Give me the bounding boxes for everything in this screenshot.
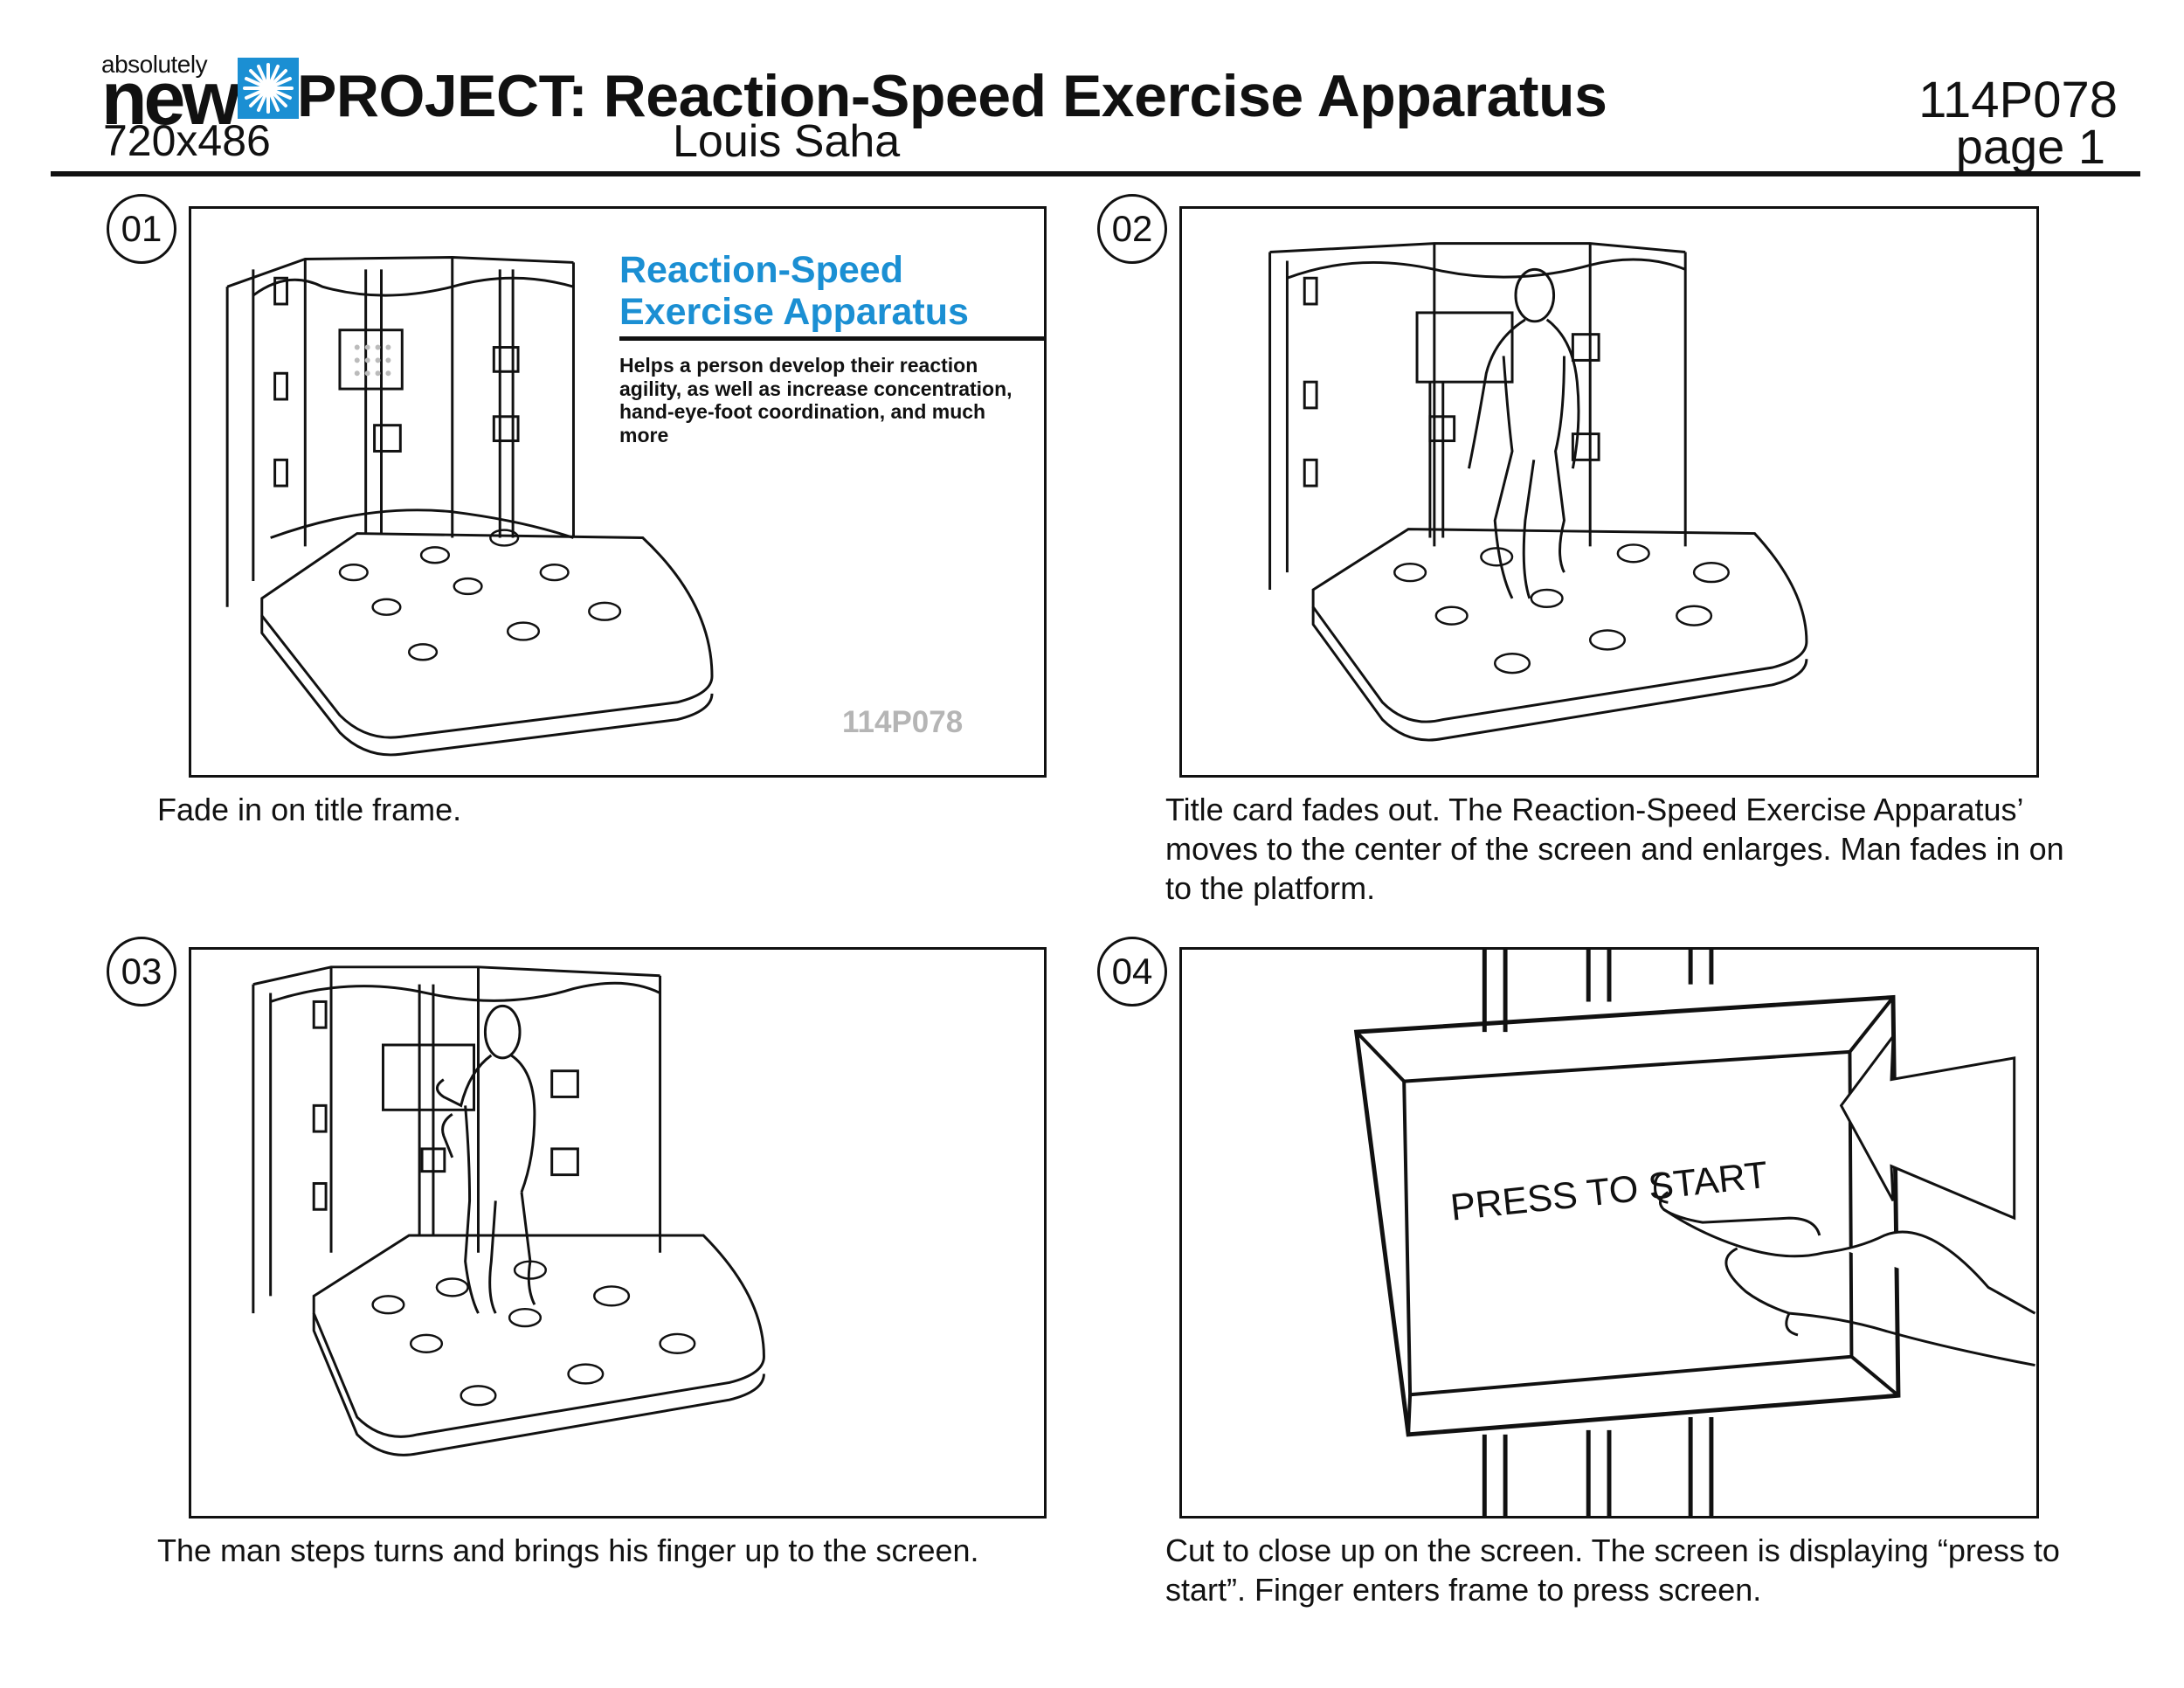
title-card-description: Helps a person develop their reaction ag…	[619, 354, 1013, 447]
panel-number-01: 01	[107, 194, 176, 264]
man-touching-screen-illustration	[252, 965, 765, 1456]
panel-04-frame: PRESS TO START	[1179, 947, 2039, 1519]
apparatus-with-man-illustration	[1268, 242, 1808, 742]
starburst-icon	[238, 58, 299, 119]
resolution-label: 720x486	[103, 116, 271, 165]
header-rule	[51, 171, 2140, 176]
panel-03-caption: The man steps turns and brings his finge…	[157, 1532, 979, 1568]
panel-01-frame: Reaction-Speed Exercise Apparatus Helps …	[189, 206, 1047, 778]
apparatus-illustration	[225, 255, 714, 757]
panel-number-03: 03	[107, 937, 176, 1007]
title-card-code: 114P078	[842, 705, 964, 739]
project-code: 114P078	[1918, 72, 2118, 128]
title-card-rule	[619, 336, 1044, 341]
panel-02-caption: Title card fades out. The Reaction-Speed…	[1165, 792, 2064, 906]
panel-02-frame	[1179, 206, 2039, 778]
panel-04-caption: Cut to close up on the screen. The scree…	[1165, 1532, 2060, 1608]
screen-closeup-illustration	[1353, 950, 2036, 1516]
author-name: Louis Saha	[673, 116, 901, 167]
title-card-heading: Reaction-Speed Exercise Apparatus	[619, 249, 969, 333]
title-card-line-2: Exercise Apparatus	[619, 291, 969, 334]
panel-03-frame	[189, 947, 1047, 1519]
panel-01-caption: Fade in on title frame.	[157, 792, 462, 827]
logo-big-text: new	[101, 57, 240, 141]
panel-number-02: 02	[1097, 194, 1167, 264]
panel-number-04: 04	[1097, 937, 1167, 1007]
project-title: PROJECT: Reaction-Speed Exercise Apparat…	[297, 63, 1607, 129]
title-card-line-1: Reaction-Speed	[619, 249, 903, 291]
logo-small-text: absolutely	[101, 51, 208, 78]
page-number: page 1	[1955, 119, 2105, 174]
absolutely-new-logo: absolutely new	[101, 51, 299, 136]
